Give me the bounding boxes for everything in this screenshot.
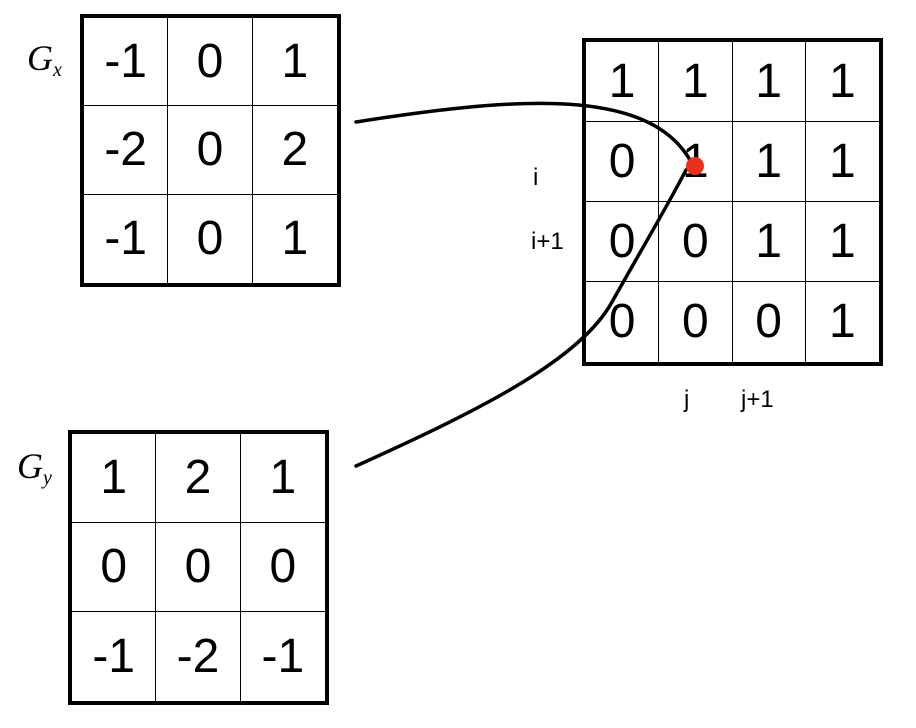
gy-cell: -2 <box>156 612 241 701</box>
gx-kernel-label: Gx <box>27 40 62 80</box>
image-pixel-grid: 1 1 1 1 0 1 1 1 0 0 1 1 0 0 0 1 <box>582 38 883 366</box>
col-index-j: j <box>684 386 690 413</box>
gx-cell: -1 <box>84 18 169 107</box>
col-index-j-plus-1: j+1 <box>741 386 774 413</box>
gy-kernel-label: Gy <box>17 448 52 488</box>
image-cell: 0 <box>586 282 660 362</box>
row-index-i: i <box>533 164 539 191</box>
gx-cell: 1 <box>281 211 309 265</box>
gx-cell: 0 <box>168 18 253 107</box>
gx-cell: -2 <box>84 106 169 195</box>
gx-cell: -1 <box>84 194 169 283</box>
image-cell: 0 <box>659 202 733 282</box>
image-cell: 1 <box>732 122 806 202</box>
gy-cell: 1 <box>72 434 157 523</box>
gy-label-main: G <box>17 446 43 486</box>
gx-cell: 2 <box>252 106 337 195</box>
gy-cell: 0 <box>72 523 157 612</box>
gx-cell: 0 <box>168 106 253 195</box>
gx-label-main: G <box>27 38 53 78</box>
gy-cell: -1 <box>261 629 305 683</box>
image-cell: 1 <box>659 42 733 122</box>
gx-kernel-grid: -1 0 1 -2 0 2 -1 0 1 <box>80 14 341 287</box>
row-index-i-plus-1: i+1 <box>531 228 564 255</box>
gy-cell: 2 <box>156 434 241 523</box>
image-cell: 1 <box>659 122 733 202</box>
gy-kernel-grid: 1 2 1 0 0 0 -1 -2 -1 <box>68 430 329 705</box>
image-cell: 1 <box>829 295 856 348</box>
image-cell: 1 <box>805 122 879 202</box>
gy-cell: 0 <box>240 523 325 612</box>
gy-cell: 1 <box>240 434 325 523</box>
image-cell: 0 <box>586 122 660 202</box>
image-cell: 1 <box>732 202 806 282</box>
image-cell: 0 <box>586 202 660 282</box>
image-cell: 0 <box>733 282 806 362</box>
image-cell: 1 <box>805 42 879 122</box>
gy-cell: -1 <box>72 612 157 701</box>
gy-cell: 0 <box>156 523 241 612</box>
image-cell: 1 <box>732 42 806 122</box>
gy-label-sub: y <box>43 467 52 489</box>
image-cell: 1 <box>805 202 879 282</box>
gx-cell: 0 <box>168 194 253 283</box>
gx-label-sub: x <box>53 59 62 81</box>
gx-cell: 1 <box>252 18 337 107</box>
image-cell: 1 <box>586 42 660 122</box>
image-cell: 0 <box>659 282 733 362</box>
